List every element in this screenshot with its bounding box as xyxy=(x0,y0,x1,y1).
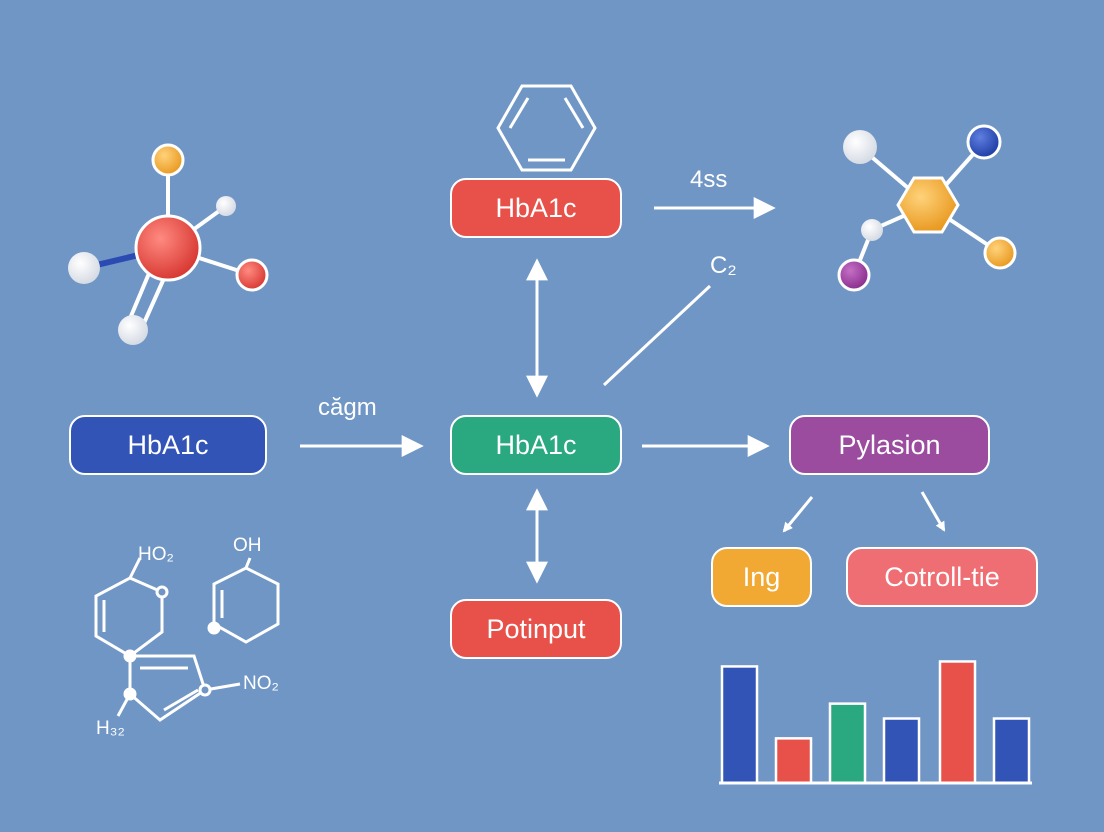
chemical-structure-bottom-left xyxy=(94,557,241,722)
bar-1 xyxy=(720,665,759,785)
edge-label-cagm: căgm xyxy=(318,394,377,421)
node-top-hba1c[interactable]: HbA1c xyxy=(450,178,622,238)
molecule-top-right xyxy=(837,124,1017,292)
node-bottom-potinput[interactable]: Potinput xyxy=(450,599,622,659)
edge-label-4ss: 4ss xyxy=(690,166,728,193)
bar-5 xyxy=(938,660,977,785)
node-center-hba1c[interactable]: HbA1c xyxy=(450,415,622,475)
chemical-ring-oh xyxy=(207,557,280,644)
line-diagonal xyxy=(602,284,712,387)
benzene-ring-top xyxy=(496,84,597,172)
bar-3 xyxy=(828,702,867,785)
arrow-right-to-ing xyxy=(782,496,814,533)
edge-label-c2: C₂ xyxy=(710,252,737,279)
node-small-cotroll-tie[interactable]: Cotroll-tie xyxy=(846,547,1038,607)
chem-label-no2: NO₂ xyxy=(243,673,279,694)
node-right-pylasion[interactable]: Pylasion xyxy=(789,415,990,475)
chem-label-ho2: HO₂ xyxy=(138,544,174,565)
node-left-hba1c[interactable]: HbA1c xyxy=(69,415,267,475)
arrow-right-to-cotroll xyxy=(920,491,946,532)
bar-6 xyxy=(992,717,1031,785)
bar-chart xyxy=(720,660,1031,785)
node-small-ing[interactable]: Ing xyxy=(711,547,812,607)
chem-label-oh: OH xyxy=(233,535,262,556)
molecule-top-left xyxy=(68,143,269,345)
bar-2 xyxy=(774,737,813,785)
bar-4 xyxy=(882,717,921,785)
chem-label-h32: H₃₂ xyxy=(96,718,125,739)
